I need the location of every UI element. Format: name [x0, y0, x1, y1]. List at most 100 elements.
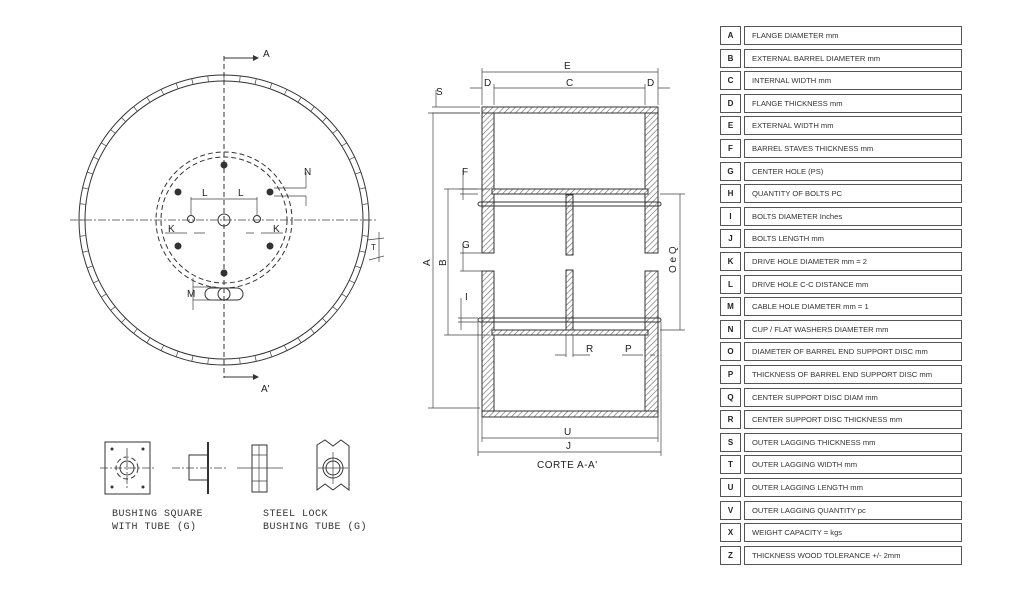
legend-letter: I [720, 206, 741, 226]
lagging-segment-tick [79, 235, 86, 237]
lagging-segment-tick [322, 318, 327, 323]
legend-description: DIAMETER OF BARREL END SUPPORT DISC mm [744, 342, 962, 362]
legend-letter: C [720, 71, 741, 91]
steel-lock-bushing-front [316, 439, 350, 491]
lagging-segments [79, 75, 369, 365]
legend-description: QUANTITY OF BOLTS PC [744, 184, 962, 204]
dim-label-p: P [625, 344, 632, 355]
legend-letter: N [720, 319, 741, 339]
right-flange [644, 112, 659, 254]
lagging-segment-tick [82, 187, 89, 190]
lagging-segment-tick [283, 89, 288, 95]
lagging-segment-tick [82, 250, 89, 253]
legend-description: THICKNESS OF BARREL END SUPPORT DISC mm [744, 365, 962, 384]
lagging-segment-tick [349, 279, 355, 284]
detail-caption: STEEL LOCK [263, 509, 328, 520]
legend-description: OUTER LAGGING WIDTH mm [744, 455, 962, 475]
dim-label-o-q: O e Q [668, 246, 679, 273]
legend-letter: O [720, 342, 741, 362]
legend-description: OUTER LAGGING LENGTH mm [744, 478, 962, 497]
lagging-segment-tick [269, 83, 273, 89]
lagging-segment-tick [160, 345, 165, 351]
legend-description: CENTER SUPPORT DISC THICKNESS mm [744, 410, 962, 430]
lagging-segment-tick [322, 117, 327, 122]
lagging-segment-tick [79, 203, 86, 205]
lagging-segment-tick [359, 250, 366, 253]
lagging-segment-tick [355, 265, 361, 269]
dim-label-j: J [566, 441, 571, 452]
lagging-segment-tick [93, 279, 99, 284]
legend-description: BOLTS LENGTH mm [744, 229, 962, 249]
lagging-segment-tick [110, 306, 116, 311]
dim-label-u: U [564, 427, 571, 438]
dim-label-t: T [371, 243, 376, 252]
legend-letter: Z [720, 545, 741, 565]
section-label-a-prime: A' [261, 384, 270, 395]
dim-label-k: K [273, 224, 280, 235]
detail-caption: WITH TUBE (G) [112, 521, 197, 533]
dim-label-g: G [462, 240, 470, 251]
drive-hole-right [253, 215, 261, 223]
detail-caption: BUSHING TUBE (G) [263, 521, 367, 533]
lagging-segment-tick [349, 156, 355, 161]
lagging-segment-tick [332, 129, 338, 134]
lagging-segment-tick [310, 328, 315, 334]
lagging-segment-tick [297, 97, 302, 103]
legend-description: THICKNESS WOOD TOLERANCE +/- 2mm [744, 545, 962, 565]
lower-bolt [477, 317, 662, 323]
lagging-segment-tick [101, 293, 107, 298]
lagging-segment-tick [254, 78, 257, 85]
legend-description: DRIVE HOLE C-C DISTANCE mm [744, 274, 962, 294]
legend-letter: A [720, 26, 741, 45]
legend-description: OUTER LAGGING QUANTITY pc [744, 500, 962, 520]
lagging-segment-tick [133, 106, 138, 112]
bolts [174, 161, 274, 277]
legend-letter: R [720, 410, 741, 430]
dim-label-e: E [564, 61, 571, 72]
legend-description: FLANGE THICKNESS mm [744, 93, 962, 113]
legend-letter: Q [720, 387, 741, 407]
lagging-segment-tick [87, 265, 93, 269]
legend-description: WEIGHT CAPACITY = kgs [744, 523, 962, 543]
lagging-segment-tick [283, 345, 288, 351]
lagging-segment-tick [101, 142, 107, 147]
lagging-segment-tick [254, 355, 257, 362]
legend-description: INTERNAL WIDTH mm [744, 71, 962, 91]
left-flange [481, 112, 495, 254]
lagging-segment-tick [110, 129, 116, 134]
dim-label-r: R [586, 344, 593, 355]
dim-label-b: B [438, 259, 449, 266]
legend-description: FLANGE DIAMETER mm [744, 26, 962, 45]
lagging-segment-tick [355, 171, 361, 175]
dim-label-k: K [168, 224, 175, 235]
upper-bolt [477, 201, 662, 207]
dim-label-l: L [238, 188, 244, 199]
steel-lock-bushing-side [251, 444, 268, 493]
lagging-segment-tick [362, 203, 369, 205]
lagging-segment-tick [341, 142, 347, 147]
lagging-segment-tick [332, 306, 338, 311]
drive-hole-left [187, 215, 195, 223]
section-view: E D C D S A B F G I O e Q R P U J CORTE … [422, 61, 685, 471]
lagging-segment-tick [93, 156, 99, 161]
legend-letter: K [720, 252, 741, 271]
center-support-disc [565, 194, 574, 256]
lagging-segment-tick [146, 337, 151, 343]
lagging-segment-tick [362, 235, 369, 237]
